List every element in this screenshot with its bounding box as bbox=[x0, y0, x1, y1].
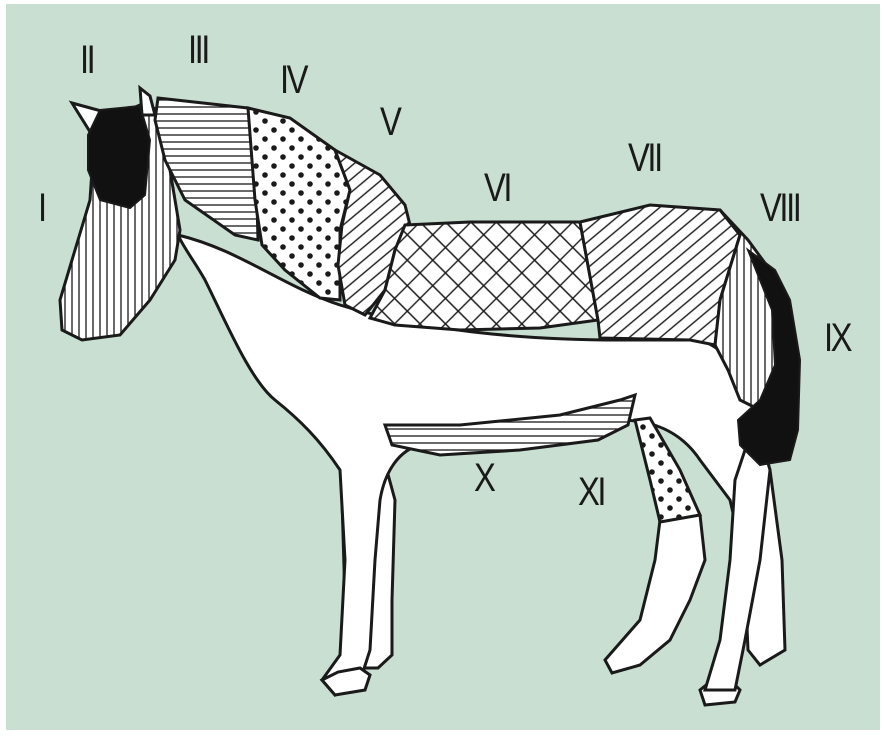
label-VI: VI bbox=[484, 168, 510, 208]
label-I: I bbox=[38, 188, 45, 228]
label-XI: XI bbox=[578, 472, 604, 512]
label-VIII: VIII bbox=[760, 188, 799, 228]
label-IV: IV bbox=[280, 60, 306, 100]
label-III: III bbox=[188, 30, 208, 70]
region-II bbox=[88, 106, 150, 208]
label-II: II bbox=[80, 40, 93, 80]
region-VI bbox=[370, 222, 598, 330]
label-IX: IX bbox=[824, 318, 850, 358]
label-V: V bbox=[380, 102, 399, 142]
label-VII: VII bbox=[628, 138, 661, 178]
label-X: X bbox=[474, 458, 493, 498]
